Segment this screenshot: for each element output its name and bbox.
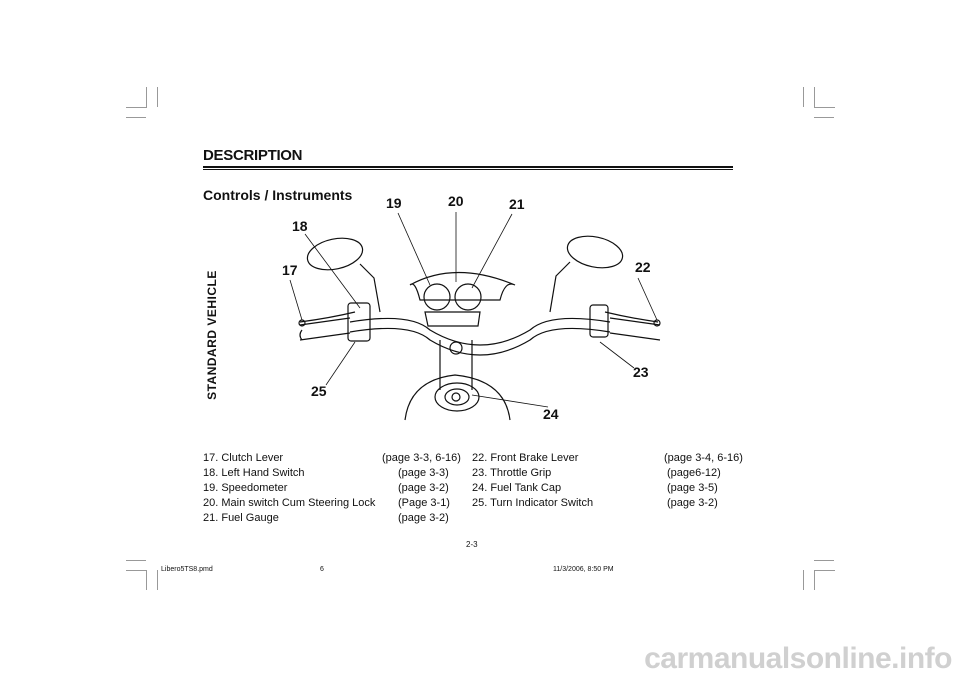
throttle-housing [589, 304, 609, 338]
crop-mark [126, 117, 146, 118]
clutch-lever [299, 311, 356, 323]
crop-mark [814, 117, 834, 118]
page-ref: (page 3-2) [667, 497, 718, 509]
handlebar [349, 317, 611, 346]
main-switch [449, 341, 463, 355]
fuel-gauge [454, 283, 482, 311]
left-grip [299, 317, 351, 341]
page-number: 2-3 [466, 540, 478, 549]
page-ref: (page6-12) [667, 467, 721, 479]
footer-datetime: 11/3/2006, 8:50 PM [553, 566, 614, 573]
page-ref: (page 3-3) [398, 467, 449, 479]
part-label: 19. Speedometer [203, 482, 288, 494]
callout-24: 24 [543, 406, 559, 422]
headlamp-cowl [409, 272, 516, 301]
fuel-tank-cap [434, 382, 480, 412]
right-grip [609, 317, 661, 341]
title-rule [203, 169, 733, 170]
crop-mark [814, 570, 835, 571]
crop-mark [803, 570, 804, 590]
right-mirror-stem [549, 261, 571, 313]
page-ref: (page 3-3, 6-16) [382, 452, 461, 464]
callout-17: 17 [282, 262, 298, 278]
watermark: carmanualsonline.info [644, 642, 952, 675]
crop-mark [803, 87, 804, 107]
footer-filename: Libero5TS8.pmd [161, 566, 213, 573]
right-mirror [566, 235, 624, 269]
left-mirror-stem [359, 263, 381, 313]
brake-lever [604, 311, 659, 323]
crop-mark [126, 570, 147, 571]
page-ref: (page 3-2) [398, 482, 449, 494]
crop-mark [126, 560, 146, 561]
footer-sheet: 6 [320, 566, 324, 573]
part-label: 20. Main switch Cum Steering Lock [203, 497, 376, 509]
crop-mark [146, 87, 147, 107]
part-label: 21. Fuel Gauge [203, 512, 279, 524]
part-label: 25. Turn Indicator Switch [472, 497, 594, 509]
part-label: 24. Fuel Tank Cap [472, 482, 562, 494]
subsection-title: Controls / Instruments [203, 187, 353, 203]
callout-25: 25 [311, 383, 327, 399]
section-title: DESCRIPTION [203, 147, 303, 164]
callout-19: 19 [386, 195, 402, 211]
crop-mark [814, 560, 834, 561]
callout-23: 23 [633, 364, 649, 380]
crop-mark [146, 570, 147, 590]
crop-mark [814, 107, 835, 108]
page-ref: (page 3-2) [398, 512, 449, 524]
callout-21: 21 [509, 196, 525, 212]
part-label: 18. Left Hand Switch [203, 467, 305, 479]
fuel-tank [404, 374, 511, 421]
page-ref: (Page 3-1) [398, 497, 450, 509]
title-rule [203, 166, 733, 168]
part-label: 17. Clutch Lever [203, 452, 284, 464]
crop-mark [157, 87, 158, 107]
page-ref: (page 3-4, 6-16) [664, 452, 743, 464]
crop-mark [814, 570, 815, 590]
left-switch [347, 302, 371, 342]
left-mirror [306, 237, 364, 271]
crop-mark [126, 107, 147, 108]
part-label: 23. Throttle Grip [472, 467, 552, 479]
part-label: 22. Front Brake Lever [472, 452, 579, 464]
crop-mark [814, 87, 815, 107]
callout-22: 22 [635, 259, 651, 275]
callout-20: 20 [448, 193, 464, 209]
crop-mark [157, 570, 158, 590]
speedometer [423, 283, 451, 311]
callout-18: 18 [292, 218, 308, 234]
page-ref: (page 3-5) [667, 482, 718, 494]
